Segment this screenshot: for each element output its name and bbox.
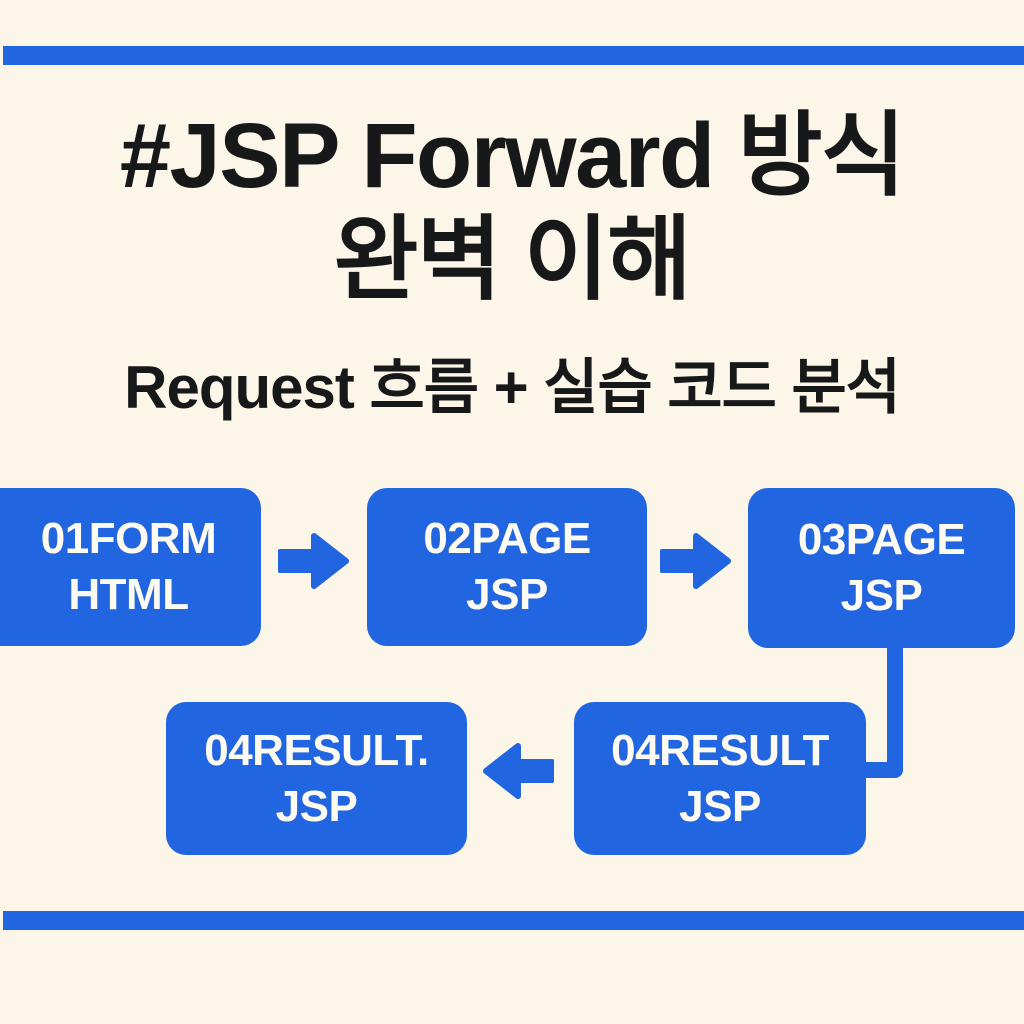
flow-node-04result-jsp[interactable]: 04RESULT JSP xyxy=(574,702,866,855)
flow-node-line-2: JSP xyxy=(466,570,548,619)
top-divider-rule xyxy=(3,46,1024,65)
flow-node-04result-dot-jsp[interactable]: 04RESULT. JSP xyxy=(166,702,467,855)
arrow-right-icon xyxy=(660,532,732,590)
bottom-divider-rule xyxy=(3,911,1024,930)
page-title: #JSP Forward 방식 완벽 이해 xyxy=(0,104,1024,312)
flow-node-line-1: 03PAGE xyxy=(797,515,966,564)
title-line-2: 완벽 이해 xyxy=(333,209,692,311)
flow-node-line-1: 02PAGE xyxy=(423,514,591,563)
flow-node-02page-jsp[interactable]: 02PAGE JSP xyxy=(367,488,647,646)
arrow-left-icon xyxy=(480,742,554,800)
page-subtitle: Request 흐름 + 실습 코드 분석 xyxy=(124,354,901,421)
flow-node-01form-html[interactable]: 01FORM HTML xyxy=(0,488,261,646)
elbow-connector-node3-to-node5 xyxy=(840,630,950,810)
flow-node-03page-jsp[interactable]: 03PAGE JSP xyxy=(748,488,1015,648)
arrow-right-icon xyxy=(278,532,350,590)
flow-node-line-2: JSP xyxy=(679,781,761,831)
flow-node-line-2: JSP xyxy=(275,781,358,831)
title-line-1: #JSP Forward 방식 xyxy=(119,105,906,207)
flow-node-line-1: 04RESULT. xyxy=(204,725,429,775)
flow-node-line-2: JSP xyxy=(840,571,923,620)
flow-node-line-1: 04RESULT xyxy=(611,725,829,775)
flow-node-line-2: HTML xyxy=(68,570,189,619)
flow-node-line-1: 01FORM xyxy=(40,514,217,563)
